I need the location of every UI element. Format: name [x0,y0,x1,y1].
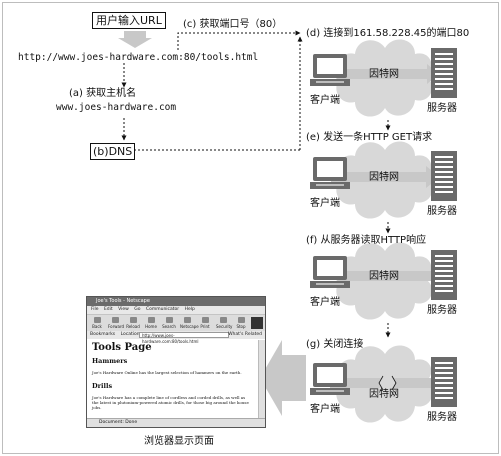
browser-window-title: Joe's Tools - Netscape [96,298,150,304]
step-e-label: (e) 发送一条HTTP GET请求 [306,132,433,143]
page-paragraph-drills: Joe's Hardware has a complete line of co… [92,395,249,410]
response-arrow [331,265,440,287]
step-b-label: (b)DNS [93,145,133,158]
server-label: 服务器 [427,412,457,423]
server-label: 服务器 [427,103,457,114]
stop-icon [237,317,245,323]
client-computer-icon [310,54,350,86]
menu-communicator: Communicator [145,307,180,312]
client-label: 客户端 [310,297,340,308]
server-icon [431,250,457,300]
dns-box: (b)DNS [90,143,136,160]
related-label: What's Related [228,332,262,337]
location-label: Location: [120,332,142,337]
full-url-text: http://www.joes-hardware.com:80/tools.ht… [18,52,259,63]
display-arrow [260,340,306,416]
browser-toolbar: Back Forward Reload Home Search Netscape… [87,314,265,332]
input-down-arrow [118,31,152,48]
toolbar-stop: Stop [234,317,248,329]
browser-caption: 浏览器显示页面 [144,436,214,447]
hostname-text: www.joes-hardware.com [56,102,177,113]
internet-label: 因特网 [369,69,399,80]
menu-file: File [91,307,99,312]
bookmarks-label: Bookmarks [90,332,116,337]
menu-view: View [118,307,129,312]
internet-label: 因特网 [369,271,399,282]
menu-help: Help [184,307,195,312]
client-label: 客户端 [310,404,340,415]
server-label: 服务器 [427,206,457,217]
forward-icon [111,317,119,323]
step-c-label: (c) 获取端口号（80） [183,19,283,30]
toolbar-search: Search [162,317,176,329]
browser-location-bar: Bookmarks Location: http://www.joes-hard… [87,331,265,344]
browser-content: Tools Page Hammers Joe's Hardware Online… [87,340,259,418]
toolbar-print: Print [198,317,212,329]
location-field: http://www.joes-hardware.com:80/tools.ht… [139,332,229,344]
home-icon [147,317,155,323]
server-icon [431,48,457,98]
step-a-label: (a) 获取主机名 [69,88,137,99]
step-f-label: (f) 从服务器读取HTTP响应 [306,235,427,246]
browser-status-bar: Document: Done [87,418,265,427]
netscape-logo-icon [251,317,263,329]
menu-go: Go [134,307,141,312]
netscape-icon [183,317,191,323]
status-text: Document: Done [99,420,138,425]
toolbar-back: Back [90,317,104,329]
connector-port-to-connect [177,30,301,50]
security-icon [219,317,227,323]
client-computer-icon [310,256,350,288]
browser-title-bar: Joe's Tools - Netscape [87,297,265,306]
browser-menu-bar: File Edit View Go Communicator Help [87,306,265,314]
page-heading-drills: Drills [92,382,113,390]
server-icon [431,357,457,407]
toolbar-forward: Forward [108,317,124,329]
internet-label: 因特网 [369,389,399,400]
server-icon [431,151,457,201]
internet-label: 因特网 [369,172,399,183]
menu-edit: Edit [103,307,113,312]
toolbar-reload: Reload [126,317,140,329]
page-heading-hammers: Hammers [92,357,128,365]
reload-icon [129,317,137,323]
user-input-url-label: 用户输入URL [96,14,162,27]
step-g-label: (g) 关闭连接 [306,339,364,350]
request-arrow [331,166,440,188]
toolbar-security: Security [216,317,232,329]
back-icon [93,317,101,323]
client-label: 客户端 [310,95,340,106]
print-icon [201,317,209,323]
server-label: 服务器 [427,305,457,316]
page-paragraph-hammers: Joe's Hardware Online has the largest se… [92,370,242,375]
search-icon [165,317,173,323]
page-title: Tools Page [92,342,152,353]
client-label: 客户端 [310,198,340,209]
browser-window: Joe's Tools - Netscape File Edit View Go… [86,296,266,428]
toolbar-home: Home [144,317,158,329]
browser-scrollbar [258,340,265,418]
client-computer-icon [310,157,350,189]
step-d-label: (d) 连接到161.58.228.45的端口80 [306,28,470,39]
user-input-url-box: 用户输入URL [92,12,166,29]
toolbar-netscape: Netscape [180,317,199,329]
client-computer-icon [310,363,350,395]
